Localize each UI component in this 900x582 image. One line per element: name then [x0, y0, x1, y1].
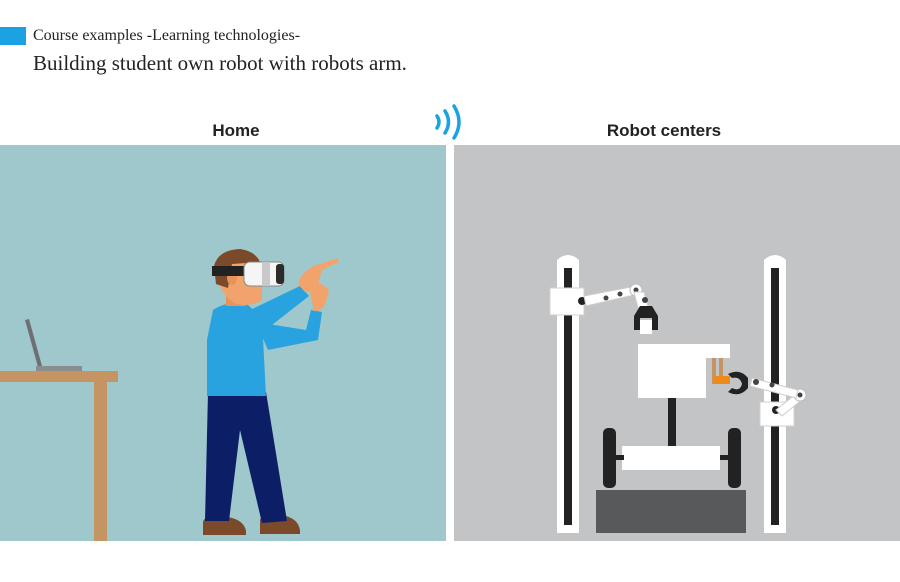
wifi-signal-icon: [435, 104, 461, 140]
robot-centers-panel-label: Robot centers: [606, 121, 722, 140]
page-title: Building student own robot with robots a…: [33, 51, 407, 75]
desk-illustration: [0, 371, 118, 541]
right-robot-rail: [764, 255, 786, 533]
student-robot-build: [603, 344, 741, 488]
robot-centers-panel: [454, 145, 900, 541]
left-robot-arm: [549, 283, 658, 334]
page-subtitle: Course examples -Learning technologies-: [33, 27, 301, 44]
home-panel-label: Home: [212, 121, 260, 140]
right-robot-arm: [714, 371, 807, 427]
laptop-illustration: [25, 319, 82, 371]
robot-base-platform: [596, 490, 746, 533]
vr-user-illustration: [203, 249, 339, 535]
header-accent-bar: [0, 27, 26, 45]
left-robot-rail: [557, 255, 579, 533]
